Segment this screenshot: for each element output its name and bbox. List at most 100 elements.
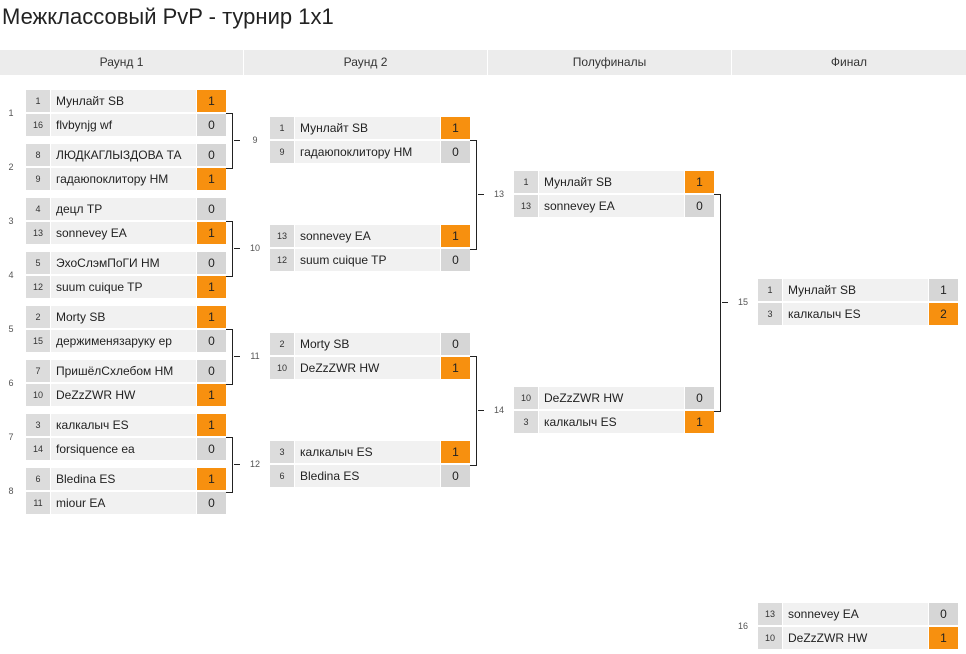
player-name[interactable]: sonnevey EA <box>539 195 684 217</box>
player-name[interactable]: Bledina ES <box>295 465 440 487</box>
match-number: 11 <box>250 351 260 361</box>
player-score: 0 <box>197 114 226 136</box>
player-seed: 3 <box>514 411 538 433</box>
player-score: 1 <box>929 627 958 649</box>
player-seed: 4 <box>26 198 50 220</box>
player-name[interactable]: Morty SB <box>295 333 440 355</box>
match-number: 5 <box>8 324 14 334</box>
player-name[interactable]: гадаюпоклитору HM <box>51 168 196 190</box>
connector-line <box>478 410 484 411</box>
player-name[interactable]: DeZzZWR HW <box>295 357 440 379</box>
match-number: 10 <box>249 243 260 253</box>
player-name[interactable]: DeZzZWR HW <box>539 387 684 409</box>
player-seed: 14 <box>26 438 50 460</box>
player-score: 0 <box>441 141 470 163</box>
round-header-1[interactable]: Раунд 1 <box>0 50 243 75</box>
player-score: 0 <box>929 603 958 625</box>
player-name[interactable]: Morty SB <box>51 306 196 328</box>
round-header-semifinals[interactable]: Полуфиналы <box>488 50 731 75</box>
player-name[interactable]: Bledina ES <box>51 468 196 490</box>
player-name[interactable]: децл TP <box>51 198 196 220</box>
player-name[interactable]: Мунлайт SB <box>295 117 440 139</box>
connector-line <box>234 464 240 465</box>
player-name[interactable]: flvbynjg wf <box>51 114 196 136</box>
player-name[interactable]: Мунлайт SB <box>783 279 928 301</box>
player-score: 2 <box>929 303 958 325</box>
player-name[interactable]: Мунлайт SB <box>539 171 684 193</box>
connector-1-2 <box>226 113 233 169</box>
player-score: 1 <box>685 171 714 193</box>
player-name[interactable]: Мунлайт SB <box>51 90 196 112</box>
player-score: 0 <box>197 492 226 514</box>
player-score: 0 <box>685 195 714 217</box>
player-name[interactable]: ЭхоСлэмПоГИ HM <box>51 252 196 274</box>
player-score: 1 <box>929 279 958 301</box>
connector-11-12 <box>470 356 477 466</box>
player-seed: 1 <box>26 90 50 112</box>
player-seed: 13 <box>758 603 782 625</box>
player-name[interactable]: калкалыч ES <box>783 303 928 325</box>
connector-line <box>234 140 240 141</box>
player-seed: 1 <box>514 171 538 193</box>
player-name[interactable]: DeZzZWR HW <box>51 384 196 406</box>
player-seed: 16 <box>26 114 50 136</box>
player-seed: 13 <box>270 225 294 247</box>
player-name[interactable]: sonnevey EA <box>51 222 196 244</box>
player-name[interactable]: гадаюпоклитору HM <box>295 141 440 163</box>
connector-line <box>478 194 484 195</box>
player-name[interactable]: ЛЮДКАГЛЫЗДОВА ТА <box>51 144 196 166</box>
player-name[interactable]: калкалыч ES <box>539 411 684 433</box>
player-name[interactable]: ПришёлСхлебом HM <box>51 360 196 382</box>
player-name[interactable]: калкалыч ES <box>295 441 440 463</box>
player-name[interactable]: калкалыч ES <box>51 414 196 436</box>
player-name[interactable]: держименязаруку ep <box>51 330 196 352</box>
player-name[interactable]: sonnevey EA <box>295 225 440 247</box>
round-header-2[interactable]: Раунд 2 <box>244 50 487 75</box>
round-header-final[interactable]: Финал <box>732 50 966 75</box>
player-name[interactable]: DeZzZWR HW <box>783 627 928 649</box>
player-name[interactable]: sonnevey EA <box>783 603 928 625</box>
connector-13-14 <box>714 194 721 412</box>
player-name[interactable]: suum cuique TP <box>51 276 196 298</box>
player-name[interactable]: miour EA <box>51 492 196 514</box>
player-name[interactable]: suum cuique TP <box>295 249 440 271</box>
player-seed: 7 <box>26 360 50 382</box>
player-name[interactable]: forsiquence ea <box>51 438 196 460</box>
